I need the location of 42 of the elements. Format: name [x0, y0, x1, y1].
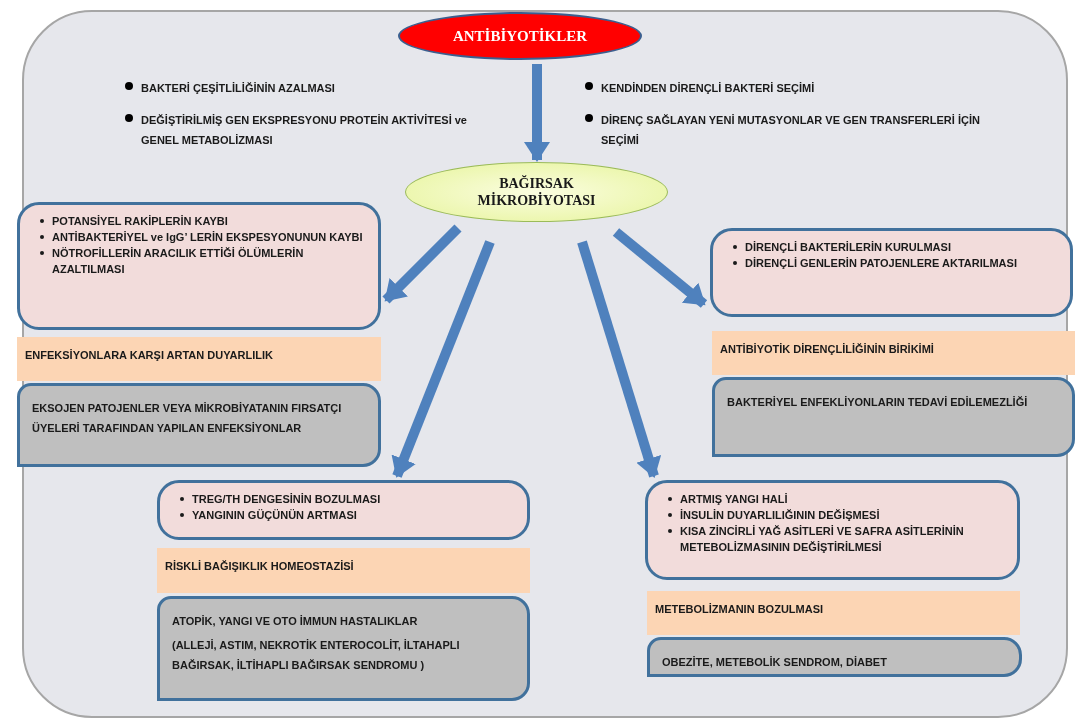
- disease-box: [712, 377, 1075, 457]
- effect-text: BAKTERİ ÇEŞİTLİLİĞİNİN AZALMASI: [141, 81, 335, 96]
- block-arrow: [391, 240, 495, 478]
- block-arrow: [577, 240, 662, 478]
- ellipse-title: ANTİBİYOTİKLER: [452, 26, 588, 46]
- bullet-text: YANGININ GÜÇÜNÜN ARTMASI: [192, 508, 357, 523]
- box-text: ENFEKSİYONLARA KARŞI ARTAN DUYARLILIK: [25, 348, 274, 363]
- block-arrow: [524, 64, 550, 162]
- outcome-bar: [647, 591, 1020, 635]
- effects-box: [645, 480, 1020, 580]
- box-text: (ALLEJİ, ASTIM, NEKROTİK ENTEROCOLİT, İLTAHAPLI BAĞIRSAK, İLTİHAPLI BAĞIRSAK SENDROMU ): [172, 638, 461, 673]
- bullet-text: DİRENÇLİ BAKTERİLERİN KURULMASI: [745, 240, 951, 255]
- box-text: EKSOJEN PATOJENLER VEYA MİKROBİYATANIN FIRSATÇI ÜYELERİ TARAFINDAN YAPILAN ENFEKSİYONLAR: [32, 401, 343, 436]
- bullet-text: POTANSİYEL RAKİPLERİN KAYBI: [52, 214, 228, 229]
- effect-text: KENDİNDEN DİRENÇLİ BAKTERİ SEÇİMİ: [601, 81, 815, 96]
- block-arrow: [382, 224, 462, 304]
- effect-text: DİRENÇ SAĞLAYAN YENİ MUTASYONLAR VE GEN TRANSFERLERİ İÇİN SEÇİMİ: [601, 113, 981, 148]
- bullet-text: DİRENÇLİ GENLERİN PATOJENLERE AKTARILMASI: [745, 256, 1017, 271]
- block-arrow: [612, 228, 708, 308]
- bullet-text: KISA ZİNCİRLİ YAĞ ASİTLERİ VE SAFRA ASİTLERİNİN METEBOLİZMASININ DEĞİŞTİRİLMESİ: [680, 524, 965, 555]
- bullet-text: TREG/TH DENGESİNİN BOZULMASI: [192, 492, 381, 507]
- disease-box: [17, 383, 381, 467]
- effect-text: DEĞİŞTİRİLMİŞ GEN EKSPRESYONU PROTEİN AKTİVİTESİ ve GENEL METABOLİZMASI: [141, 113, 468, 148]
- ellipse-title: BAĞIRSAK MİKROBİYOTASI: [476, 175, 597, 209]
- box-text: RİSKLİ BAĞIŞIKLIK HOMEOSTAZİSİ: [165, 559, 355, 574]
- box-text: BAKTERİYEL ENFEKLİYONLARIN TEDAVİ EDİLEMEZLİĞİ: [727, 395, 1029, 410]
- bullet-text: ANTİBAKTERİYEL ve IgG’ LERİN EKSPESYONUNUN KAYBI: [52, 230, 363, 245]
- effects-box: [157, 480, 530, 540]
- outcome-bar: [712, 331, 1075, 375]
- box-text: METEBOLİZMANIN BOZULMASI: [655, 602, 825, 617]
- disease-box: [647, 637, 1022, 677]
- bullet-text: İNSULİN DUYARLILIĞININ DEĞİŞMESİ: [680, 508, 880, 523]
- bullet-text: NÖTROFİLLERİN ARACILIK ETTİĞİ ÖLÜMLERİN AZALTILMASI: [52, 246, 305, 277]
- box-text: OBEZİTE, METEBOLİK SENDROM, DİABET: [662, 655, 888, 670]
- outcome-bar: [17, 337, 381, 381]
- outcome-bar: [157, 548, 530, 593]
- box-text: ATOPİK, YANGI VE OTO İMMUN HASTALIKLAR: [172, 614, 419, 629]
- effects-box: [17, 202, 381, 330]
- box-text: ANTİBİYOTİK DİRENÇLİLİĞİNİN BİRİKİMİ: [720, 342, 935, 357]
- disease-box: [157, 596, 530, 701]
- effects-box: [710, 228, 1073, 317]
- bullet-text: ARTMIŞ YANGI HALİ: [680, 492, 788, 507]
